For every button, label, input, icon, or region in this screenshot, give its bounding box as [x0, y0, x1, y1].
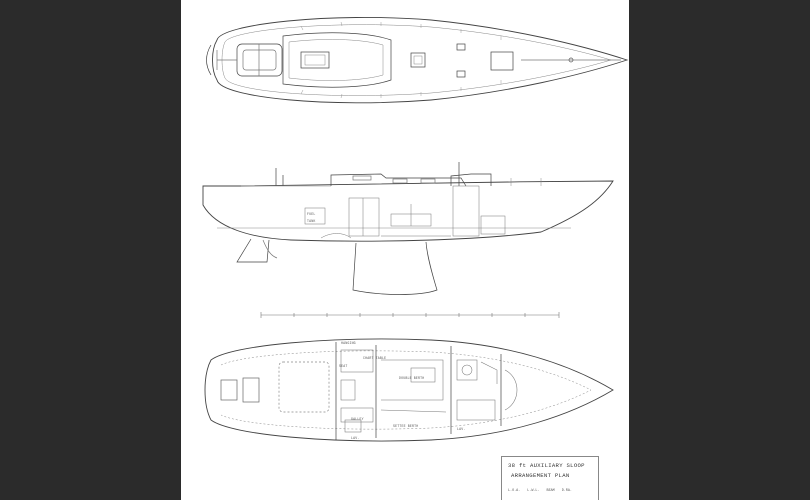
- label-hanging: HANGING: [341, 341, 356, 345]
- label-settee-berth: SETTEE BERTH: [393, 424, 419, 428]
- title-block: 38 ft AUXILIARY SLOOP ARRANGEMENT PLAN L…: [501, 456, 599, 500]
- label-galley: GALLEY: [351, 417, 364, 421]
- label-double-berth: DOUBLE BERTH: [399, 376, 425, 380]
- label-lav-fwd: LAV.: [457, 427, 466, 431]
- drawing-sheet: HANGING CHART TABLE SEAT DOUBLE BERTH SE…: [181, 0, 629, 500]
- title-line-1: 38 ft AUXILIARY SLOOP: [508, 462, 585, 469]
- dim-lwl: L.W.L.: [527, 489, 540, 493]
- profile-view: [202, 162, 614, 295]
- label-tank: TANK: [307, 219, 316, 223]
- scale-bar: [260, 312, 560, 318]
- label-fuel: FUEL: [307, 212, 316, 216]
- label-chart-table: CHART TABLE: [363, 356, 387, 360]
- accommodation-plan: [204, 338, 614, 442]
- label-seat: SEAT: [339, 364, 348, 368]
- dim-draft: D.RA.: [561, 489, 572, 493]
- dim-loa: L.O.A.: [508, 489, 521, 493]
- deck-plan: [206, 17, 629, 104]
- viewer-left-margin: [0, 0, 181, 500]
- label-lav-aft: LAV.: [351, 436, 360, 440]
- viewer-right-margin: [629, 0, 810, 500]
- title-line-2: ARRANGEMENT PLAN: [511, 472, 570, 479]
- dim-beam: BEAM: [546, 489, 555, 493]
- arrangement-drawing: [202, 17, 629, 442]
- dimension-row: L.O.A. L.W.L. BEAM D.RA.: [508, 489, 598, 493]
